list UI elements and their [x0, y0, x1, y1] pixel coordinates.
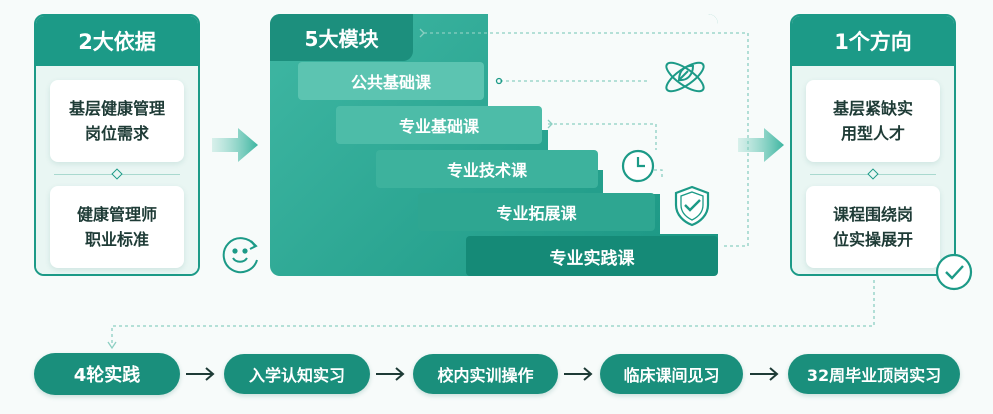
atom-leaf-icon	[665, 61, 705, 93]
module-professional-extension: 专业拓展课	[418, 193, 655, 231]
module-professional-practice: 专业实践课	[466, 236, 718, 276]
basis-panel: 2大依据 基层健康管理 岗位需求 健康管理师 职业标准	[34, 14, 200, 276]
basis-item-job-demand: 基层健康管理 岗位需求	[50, 80, 184, 162]
practice-step-internship: 32周毕业顶岗实习	[788, 354, 960, 394]
basis-title: 2大依据	[36, 16, 198, 66]
direction-item-talent: 基层紧缺实 用型人才	[806, 80, 940, 162]
practice-step-clinical-observation: 临床课间见习	[600, 354, 743, 394]
direction-body: 基层紧缺实 用型人才 课程围绕岗 位实操展开	[792, 66, 954, 274]
arrow-right-icon	[564, 367, 593, 381]
practice-step-orientation: 入学认知实习	[224, 354, 370, 394]
divider-diamond-icon	[867, 168, 879, 180]
direction-item-curriculum: 课程围绕岗 位实操展开	[806, 186, 940, 268]
shield-check-icon	[674, 185, 710, 227]
check-circle-icon	[935, 253, 973, 291]
staircase-bg	[603, 150, 718, 194]
direction-title: 1个方向	[792, 16, 954, 66]
arrow-right-icon	[186, 367, 215, 381]
basis-item-occupation-standard: 健康管理师 职业标准	[50, 186, 184, 268]
clock-icon	[621, 149, 655, 183]
arrow-right-icon	[212, 128, 258, 162]
basis-body: 基层健康管理 岗位需求 健康管理师 职业标准	[36, 66, 198, 274]
practice-title: 4轮实践	[34, 353, 180, 395]
module-public-basic: 公共基础课	[298, 62, 484, 100]
arrow-right-icon	[738, 128, 784, 162]
arrow-right-icon	[750, 367, 779, 381]
smile-cycle-icon	[222, 237, 258, 274]
module-professional-technical: 专业技术课	[376, 150, 598, 188]
practice-step-campus-training: 校内实训操作	[413, 354, 558, 394]
modules-title: 5大模块	[270, 14, 413, 61]
module-professional-basic: 专业基础课	[336, 106, 542, 144]
direction-panel: 1个方向 基层紧缺实 用型人才 课程围绕岗 位实操展开	[790, 14, 956, 276]
arrow-right-icon	[376, 367, 405, 381]
